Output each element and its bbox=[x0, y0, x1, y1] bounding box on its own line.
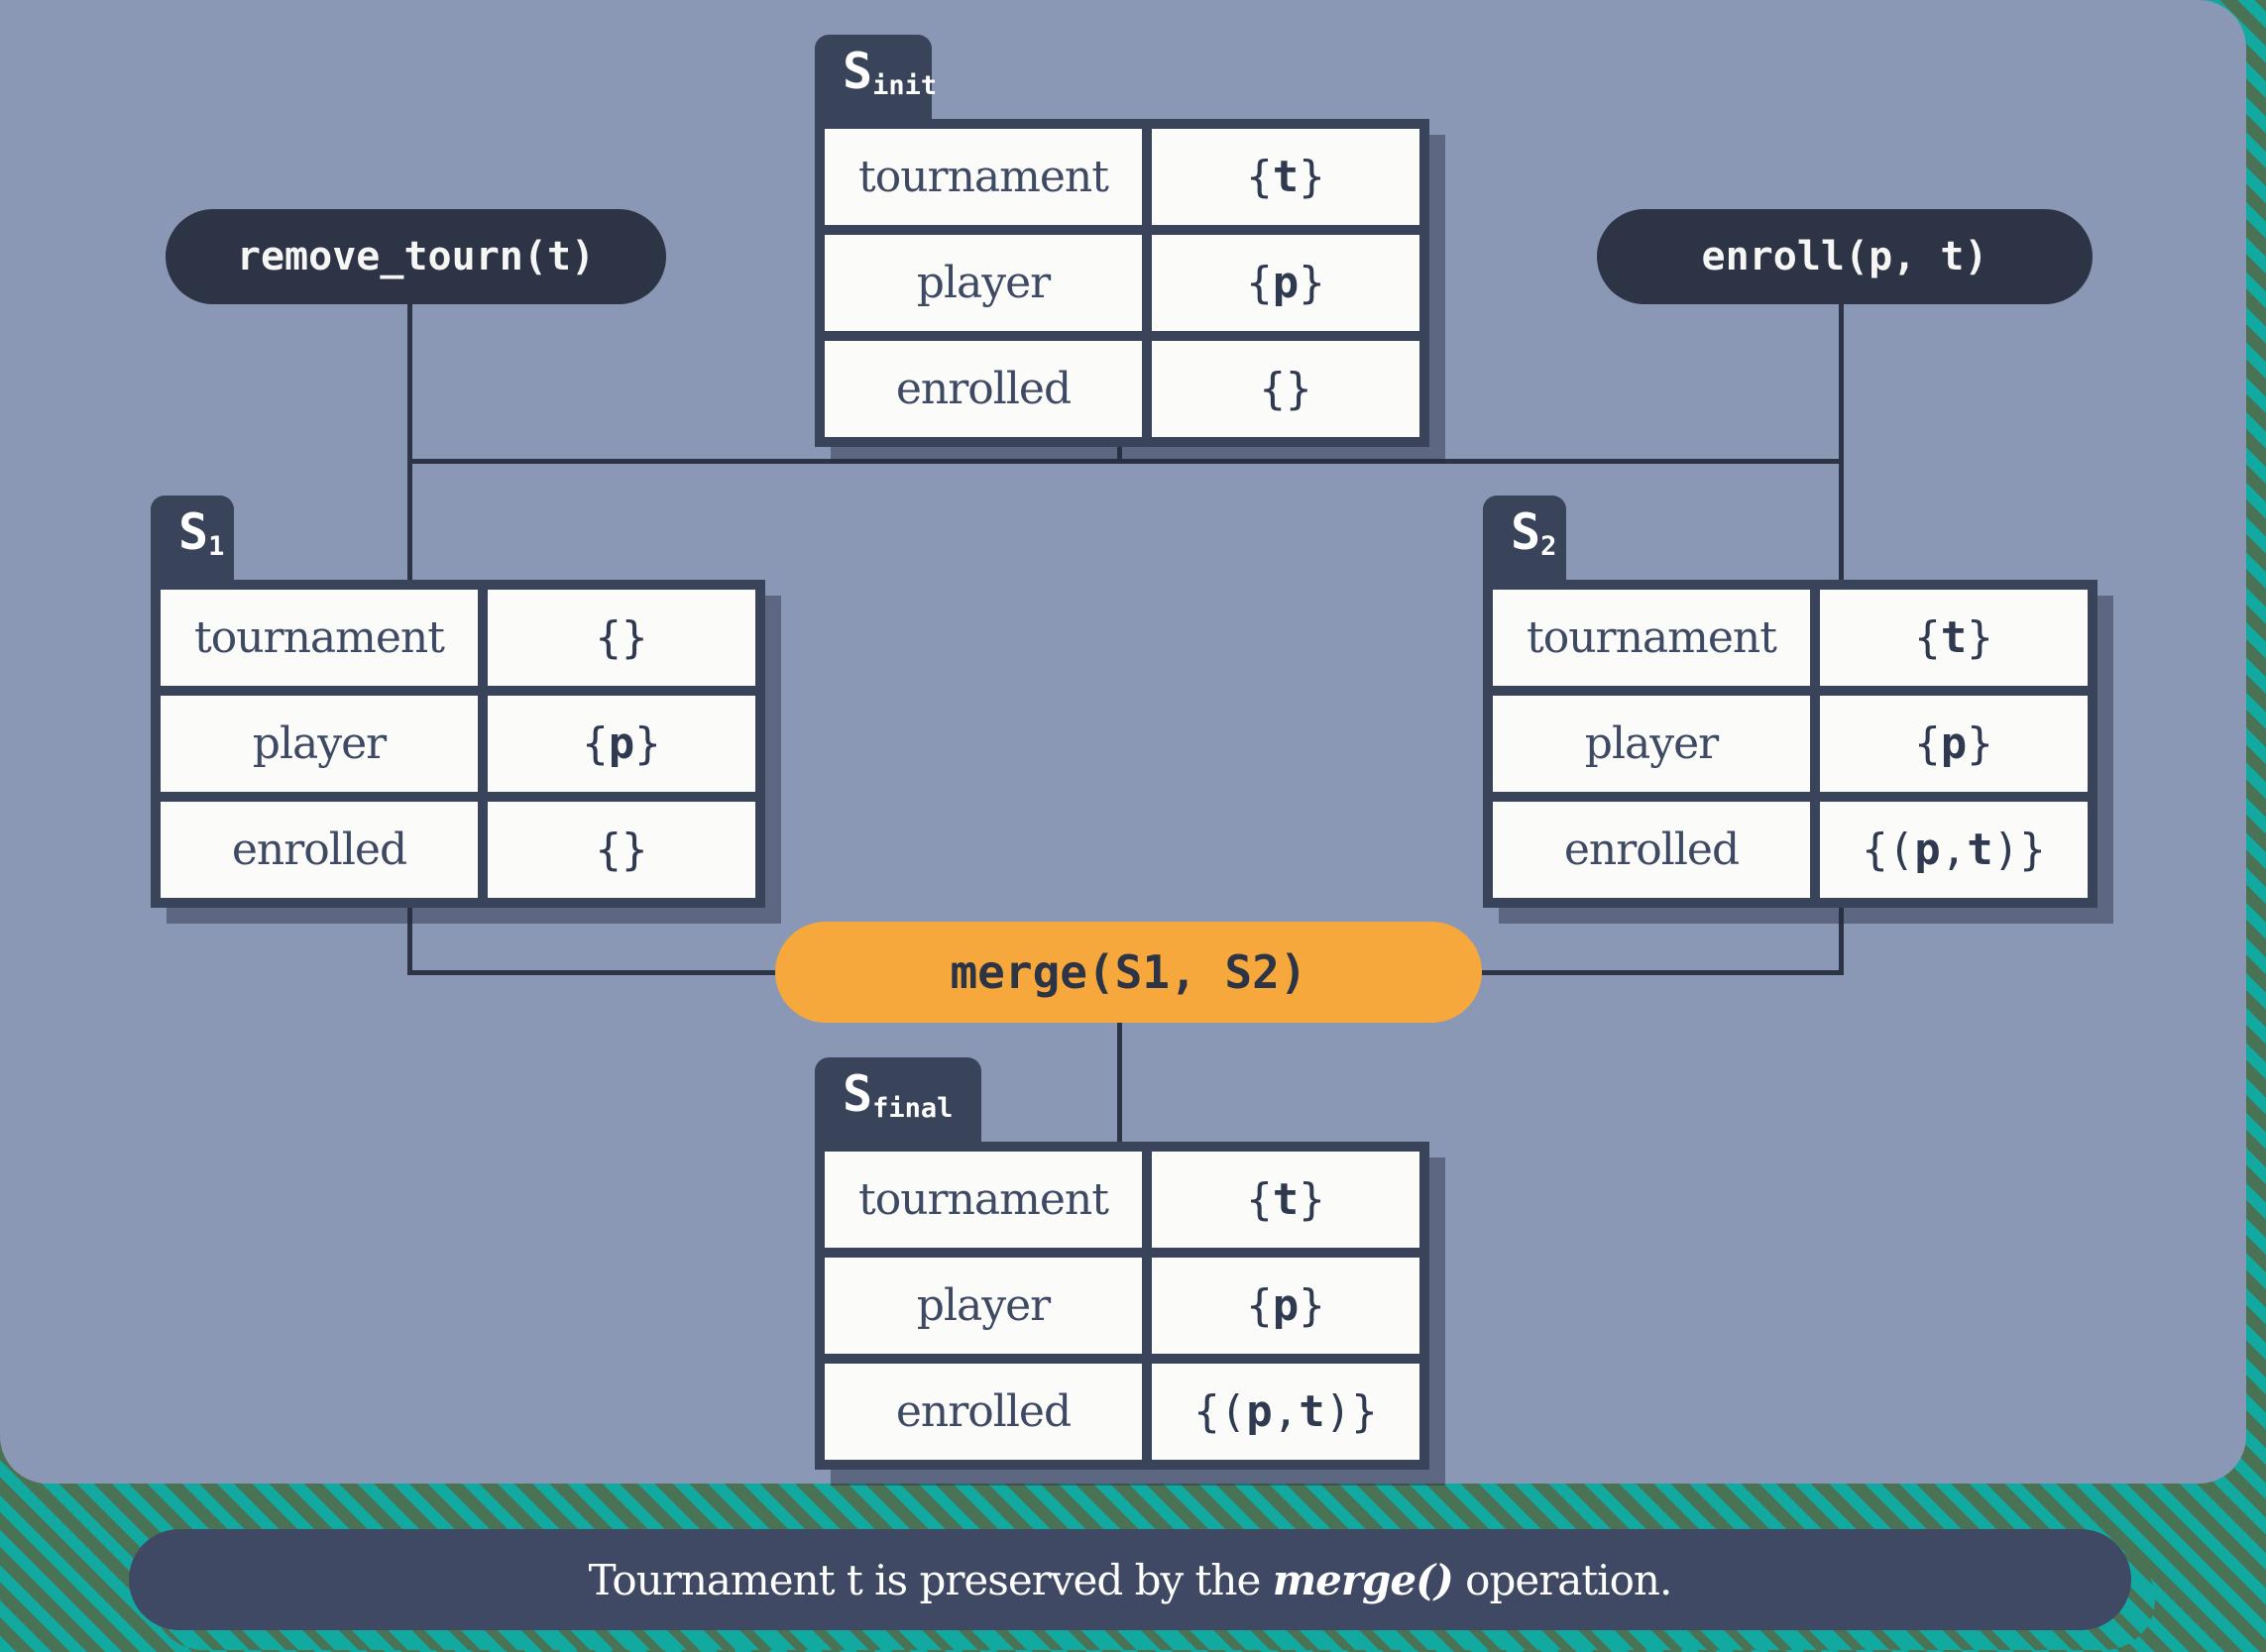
tab-base-label: S bbox=[843, 1065, 873, 1123]
state-table-grid: tournament {t} player {p} enrolled {(p, … bbox=[815, 1142, 1429, 1470]
diagram-panel: remove_tourn(t) enroll(p, t) merge(S1, S… bbox=[0, 0, 2246, 1484]
row-label-cell: enrolled bbox=[1493, 802, 1810, 898]
row-value-cell: {(p, t)} bbox=[1820, 802, 2088, 898]
connector-s2-to-merge bbox=[1475, 970, 1844, 975]
row-label-cell: enrolled bbox=[161, 802, 478, 898]
row-value-cell: {(p, t)} bbox=[1152, 1364, 1419, 1460]
row-label-cell: tournament bbox=[161, 590, 478, 686]
row-label-cell: enrolled bbox=[825, 341, 1142, 437]
row-value-cell: {t} bbox=[1152, 1152, 1419, 1248]
pill-remove-tourn-label: remove_tourn(t) bbox=[236, 234, 596, 279]
tab-base-label: S bbox=[178, 503, 209, 561]
tab-sub-label: init bbox=[872, 70, 938, 101]
caption-emphasis: merge() bbox=[1272, 1555, 1454, 1604]
pill-merge-label: merge(S1, S2) bbox=[950, 945, 1307, 999]
row-label-cell: player bbox=[1493, 696, 1810, 792]
row-value-cell: {t} bbox=[1152, 129, 1419, 225]
tab-sub-label: final bbox=[872, 1093, 954, 1124]
row-label-cell: enrolled bbox=[825, 1364, 1142, 1460]
state-table-grid: tournament {t} player {p} enrolled {(p, … bbox=[1483, 580, 2097, 908]
connector-sinit-to-bus bbox=[1117, 441, 1122, 464]
tab-base-label: S bbox=[843, 43, 873, 100]
caption-prefix: Tournament t is preserved by the bbox=[588, 1555, 1273, 1604]
row-value-cell: {t} bbox=[1820, 590, 2088, 686]
row-label-cell: tournament bbox=[825, 129, 1142, 225]
row-value-cell: {p} bbox=[1820, 696, 2088, 792]
row-label-cell: player bbox=[161, 696, 478, 792]
caption-suffix: operation. bbox=[1452, 1555, 1672, 1604]
connector-bus bbox=[407, 459, 1844, 464]
row-value-cell: {p} bbox=[1152, 1258, 1419, 1354]
pill-enroll-label: enroll(p, t) bbox=[1701, 234, 1988, 279]
connector-enroll-to-s2 bbox=[1839, 302, 1844, 580]
tab-sub-label: 2 bbox=[1540, 531, 1557, 562]
row-value-cell: {} bbox=[488, 590, 755, 686]
caption-text: Tournament t is preserved by the merge()… bbox=[129, 1529, 2131, 1630]
tab-base-label: S bbox=[1511, 503, 1541, 561]
connector-merge-to-sfinal bbox=[1117, 1021, 1122, 1142]
row-label-cell: player bbox=[825, 1258, 1142, 1354]
pill-enroll: enroll(p, t) bbox=[1597, 209, 2093, 304]
row-value-cell: {p} bbox=[488, 696, 755, 792]
row-value-cell: {p} bbox=[1152, 235, 1419, 331]
state-table-grid: tournament {} player {p} enrolled {} bbox=[151, 580, 765, 908]
connector-s2-down bbox=[1839, 900, 1844, 975]
connector-remove-to-s1 bbox=[407, 302, 412, 580]
state-table-grid: tournament {t} player {p} enrolled {} bbox=[815, 119, 1429, 447]
row-label-cell: tournament bbox=[825, 1152, 1142, 1248]
row-value-cell: {} bbox=[488, 802, 755, 898]
pill-merge: merge(S1, S2) bbox=[775, 922, 1482, 1023]
caption-bar: Tournament t is preserved by the merge()… bbox=[129, 1529, 2155, 1650]
connector-s1-down bbox=[407, 900, 412, 975]
row-label-cell: player bbox=[825, 235, 1142, 331]
pill-remove-tourn: remove_tourn(t) bbox=[166, 209, 666, 304]
connector-s1-to-merge bbox=[407, 970, 784, 975]
tab-sub-label: 1 bbox=[208, 531, 225, 562]
row-label-cell: tournament bbox=[1493, 590, 1810, 686]
row-value-cell: {} bbox=[1152, 341, 1419, 437]
